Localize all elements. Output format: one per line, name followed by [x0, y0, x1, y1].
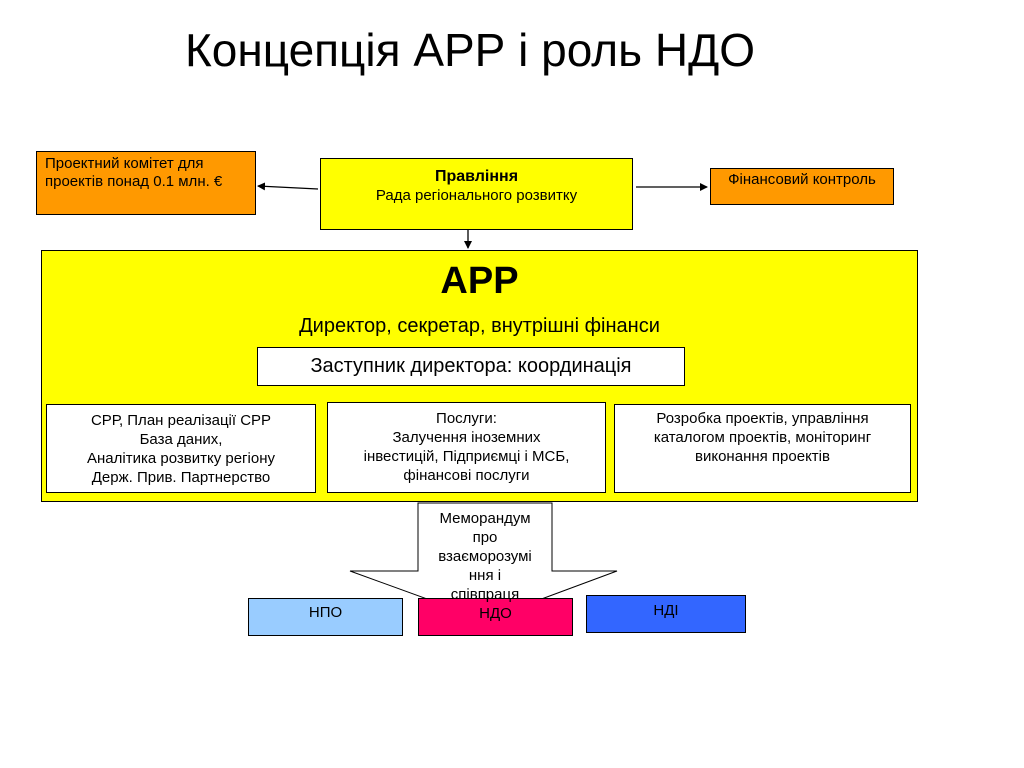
partner-box-ndo: НДО — [418, 598, 573, 636]
partner-box-npo: НПО — [248, 598, 403, 636]
unit-line: База даних, — [139, 431, 223, 448]
partner-label: НДІ — [653, 602, 679, 619]
unit-line: каталогом проектів, моніторинг — [653, 429, 872, 446]
memo-line: ння і — [468, 567, 502, 584]
deputy-box: Заступник директора: координація — [257, 347, 685, 386]
unit-line: Держ. Прив. Партнерство — [91, 469, 271, 486]
unit-box-projects: Розробка проектів, управління каталогом … — [614, 404, 911, 493]
arr-staff: Директор, секретар, внутрішні фінанси — [299, 315, 660, 337]
partner-label: НДО — [479, 605, 512, 622]
memorandum-text: Меморандум про взаєморозумі ння і співпр… — [420, 509, 550, 603]
unit-line: Послуги: — [436, 410, 497, 427]
unit-box-strategy: СРР, План реалізації СРР База даних, Ана… — [46, 404, 316, 493]
unit-line: Аналітика розвитку регіону — [87, 450, 275, 467]
financial-control-box: Фінансовий контроль — [710, 168, 894, 205]
arrow-to-project-committee — [257, 182, 319, 191]
memo-line: взаєморозумі — [438, 548, 532, 565]
memo-line: про — [472, 529, 498, 546]
deputy-text: Заступник директора: координація — [310, 355, 632, 377]
arr-heading: АРР — [440, 260, 519, 302]
memo-line: Меморандум — [439, 510, 531, 527]
unit-line: інвестицій, Підприємці і МСБ, — [363, 448, 570, 465]
unit-line: фінансові послуги — [403, 467, 530, 484]
partner-label: НПО — [308, 604, 343, 621]
project-committee-text: Проектний комітет для проектів понад 0.1… — [45, 155, 223, 190]
financial-control-text: Фінансовий контроль — [728, 171, 876, 188]
board-box: Правління Рада регіонального розвитку — [320, 158, 633, 230]
unit-line: Залучення іноземних — [392, 429, 541, 446]
unit-box-services: Послуги: Залучення іноземних інвестицій,… — [327, 402, 606, 493]
partner-box-ndi: НДІ — [586, 595, 746, 633]
board-heading: Правління — [434, 168, 519, 185]
board-subtitle: Рада регіонального розвитку — [375, 187, 578, 204]
page-title: Концепція АРР і роль НДО — [184, 24, 756, 76]
unit-line: Розробка проектів, управління — [656, 410, 869, 427]
project-committee-box: Проектний комітет для проектів понад 0.1… — [36, 151, 256, 215]
unit-line: СРР, План реалізації СРР — [90, 412, 272, 429]
memo-line: співпраця — [450, 586, 520, 603]
unit-line: виконання проектів — [695, 448, 830, 465]
